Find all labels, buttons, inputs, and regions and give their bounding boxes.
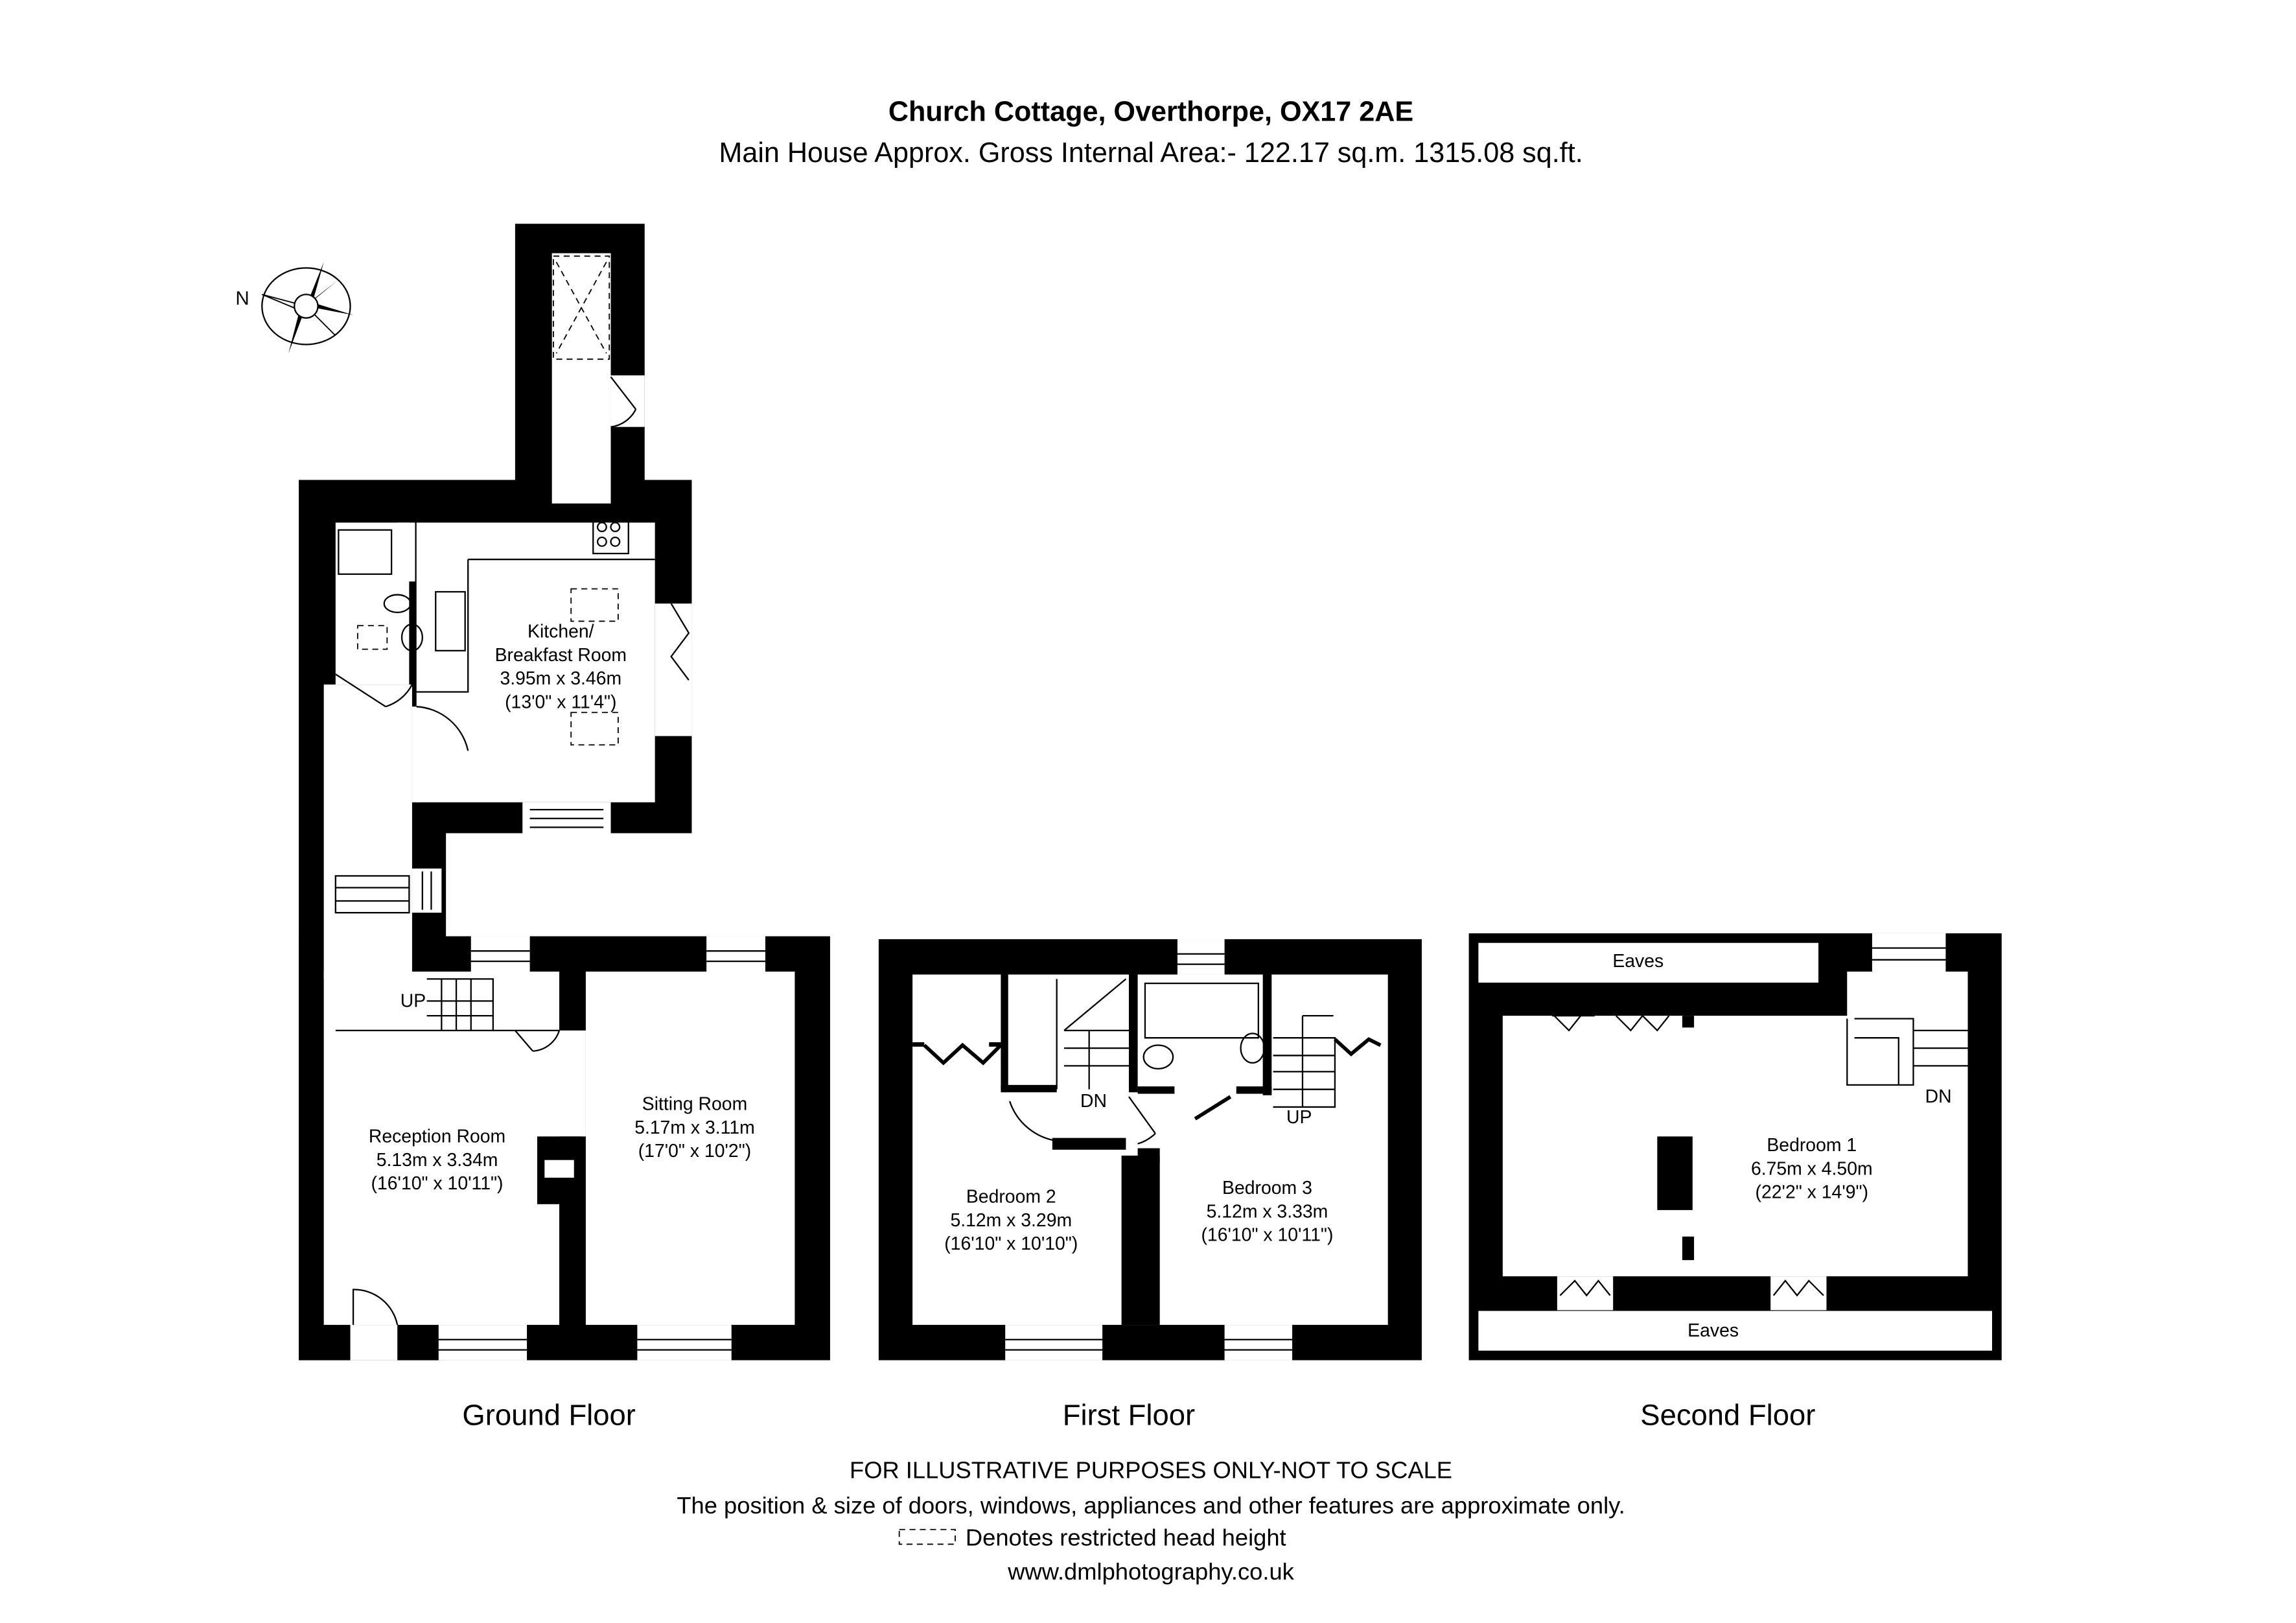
eaves-top-label: Eaves: [1612, 951, 1664, 972]
approximate-note: The position & size of doors, windows, a…: [677, 1492, 1625, 1519]
bedroom-3-label: Bedroom 3: [1222, 1178, 1312, 1198]
second-floor-label: Second Floor: [1640, 1399, 1815, 1432]
kitchen-label: Kitchen/: [528, 621, 594, 642]
bedroom-2-label: Bedroom 2: [966, 1187, 1056, 1208]
bedroom-3-imperial: (16'10" x 10'11"): [1201, 1225, 1333, 1246]
sitting-room-metric: 5.17m x 3.11m: [634, 1117, 755, 1138]
reception-room-metric: 5.13m x 3.34m: [377, 1150, 498, 1171]
first-floor-plan: DN UP Bedroom 2 5.12m x 3.29m (16'10" x …: [878, 939, 1422, 1360]
eaves-bottom-label: Eaves: [1687, 1320, 1739, 1341]
restricted-head-height-legend-icon: [898, 1528, 956, 1545]
reception-room-label: Reception Room: [369, 1126, 505, 1147]
sitting-room-imperial: (17'0" x 10'2"): [638, 1141, 752, 1162]
bedroom-2-imperial: (16'10" x 10'10"): [944, 1233, 1078, 1254]
website-link[interactable]: www.dmlphotography.co.uk: [1007, 1558, 1294, 1585]
bedroom-1-label: Bedroom 1: [1767, 1135, 1857, 1156]
kitchen-label-2: Breakfast Room: [495, 645, 627, 666]
kitchen-metric: 3.95m x 3.46m: [500, 668, 621, 689]
first-stairs-up-label: UP: [1286, 1107, 1312, 1128]
compass-rose-icon: [261, 262, 354, 354]
first-floor-label: First Floor: [1063, 1399, 1195, 1432]
ground-floor-plan: Kitchen/ Breakfast Room 3.95m x 3.46m (1…: [299, 224, 830, 1360]
sitting-room-label: Sitting Room: [642, 1093, 747, 1114]
bedroom-1-imperial: (22'2" x 14'9"): [1756, 1182, 1869, 1203]
ground-stairs-label: UP: [400, 990, 426, 1011]
bedroom-2-metric: 5.12m x 3.29m: [950, 1210, 1072, 1231]
disclaimer-text: FOR ILLUSTRATIVE PURPOSES ONLY-NOT TO SC…: [850, 1456, 1452, 1483]
second-floor-plan: Eaves Eaves DN Bedroom 1 6.75m x 4.50m (…: [1468, 933, 2002, 1360]
reception-room-imperial: (16'10" x 10'11"): [371, 1173, 504, 1194]
bedroom-1-metric: 6.75m x 4.50m: [1751, 1158, 1873, 1179]
first-stairs-down-label: DN: [1080, 1091, 1107, 1112]
legend-text: Denotes restricted head height: [966, 1524, 1286, 1551]
plan-subtitle: Main House Approx. Gross Internal Area:-…: [719, 137, 1583, 169]
compass-north-label: N: [235, 288, 249, 309]
bedroom-3-metric: 5.12m x 3.33m: [1207, 1201, 1328, 1222]
plan-title: Church Cottage, Overthorpe, OX17 2AE: [888, 96, 1413, 127]
kitchen-imperial: (13'0" x 11'4"): [505, 692, 616, 712]
ground-floor-label: Ground Floor: [462, 1399, 636, 1432]
second-stairs-label: DN: [1925, 1086, 1952, 1107]
